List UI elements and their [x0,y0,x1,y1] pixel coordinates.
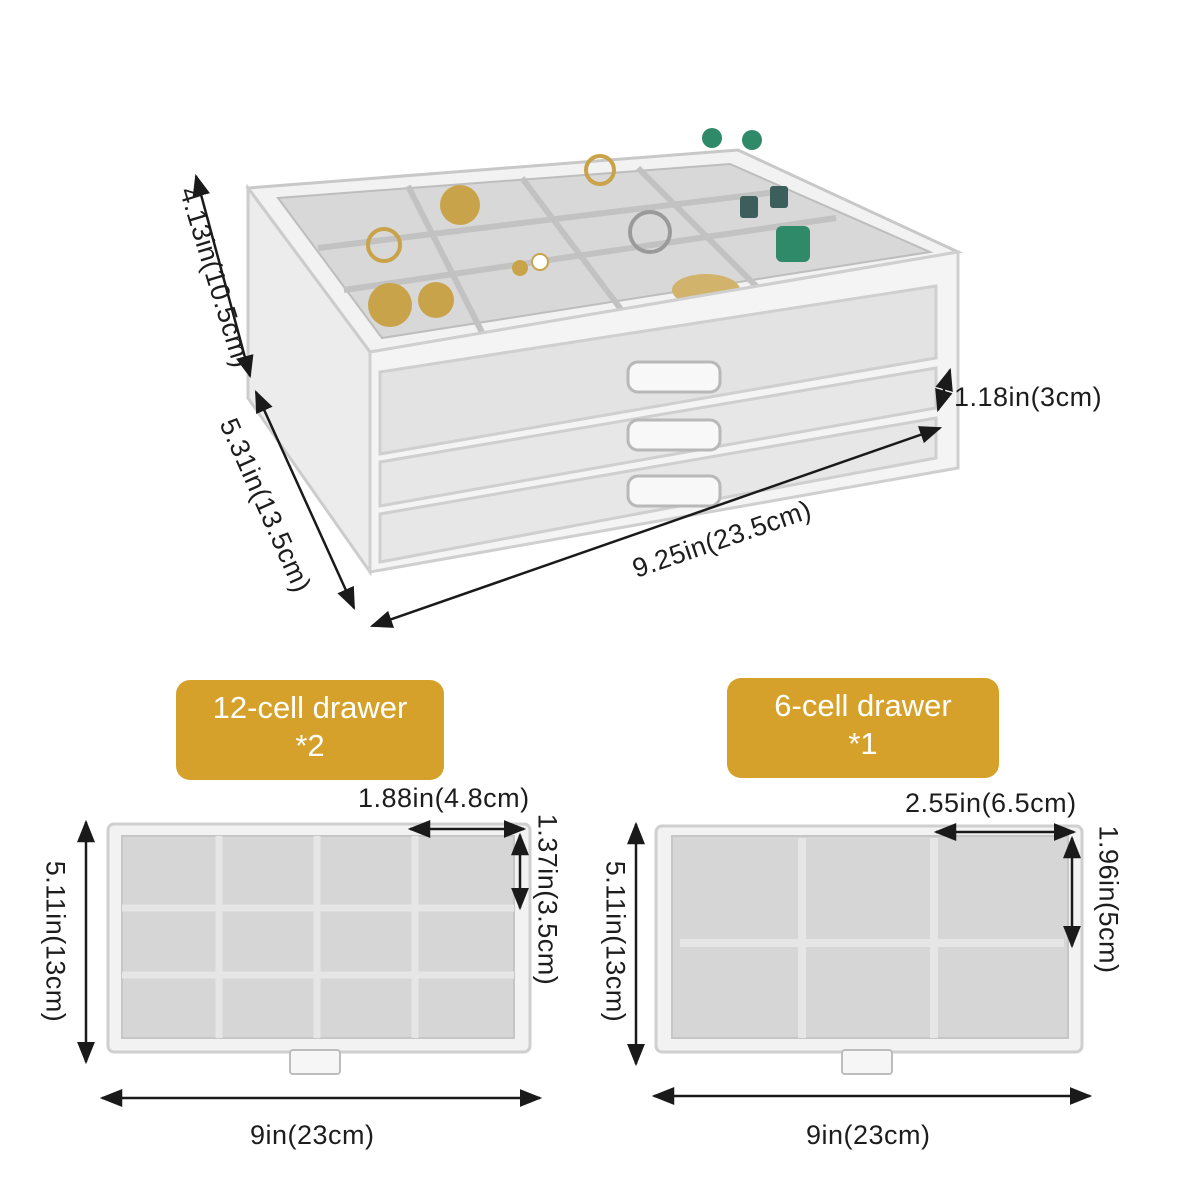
drawer-6-dimension-lines [627,821,1093,1105]
drawer-12-illustration [106,822,532,1075]
drawer-6-handle [841,1049,893,1075]
drawer-12-depth-label: 5.11in(13cm) [40,860,71,1023]
drawer-12-width-label: 9in(23cm) [250,1120,375,1150]
drawer-6-cell-height-label: 1.96in(5cm) [1093,825,1124,974]
jewelry-box-illustration [245,128,964,577]
drawer-12-handle [289,1049,341,1075]
drawer-6-depth-label: 5.11in(13cm) [600,860,631,1023]
drawer-12-cell-width-label: 1.88in(4.8cm) [358,783,530,813]
drawer-6-title: 6-cell drawer [774,688,952,723]
drawer-6-badge: 6-cell drawer *1 [727,678,999,778]
drawer-12-dimension-lines [77,819,543,1107]
drawer-6-width-label: 9in(23cm) [806,1120,931,1150]
drawer-12-title: 12-cell drawer [212,690,408,725]
drawer-6-illustration [654,824,1084,1075]
drawer-height-label: 1.18in(3cm) [954,382,1103,412]
drawer-12-badge: 12-cell drawer *2 [176,680,444,780]
drawer-6-cell-width-label: 2.55in(6.5cm) [905,788,1077,818]
drawer-12-count: *2 [295,728,325,763]
drawer-12-cell-height-label: 1.37in(3.5cm) [532,813,563,986]
product-dimension-lines [192,173,953,628]
drawer-6-count: *1 [848,726,878,761]
